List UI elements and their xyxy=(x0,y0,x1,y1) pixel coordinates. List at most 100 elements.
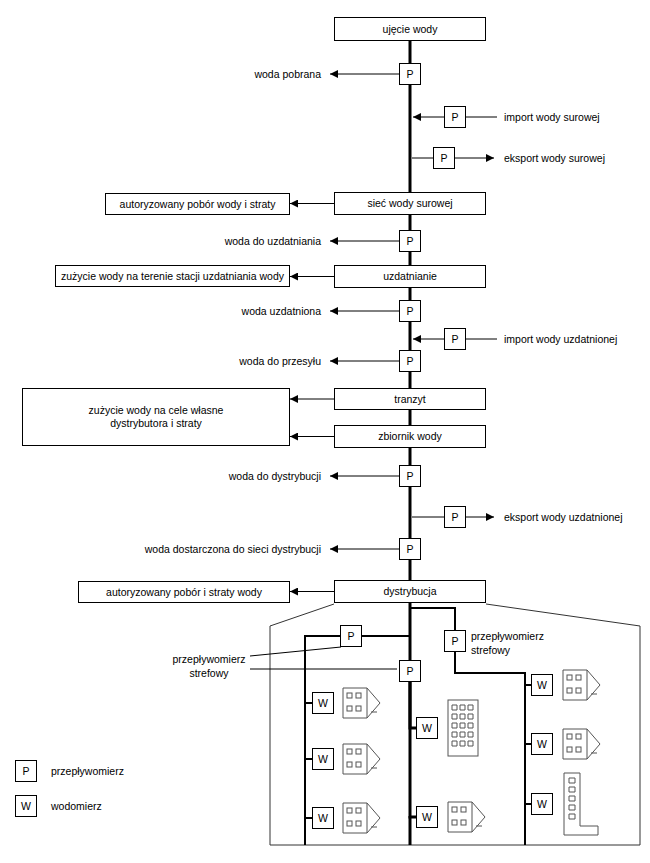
meter-letter: P xyxy=(406,235,413,248)
pipe xyxy=(409,816,412,845)
flow-label: eksport wody uzdatnionej xyxy=(503,510,624,524)
flow-arrow xyxy=(290,436,334,437)
box-text: ujęcie wody xyxy=(383,23,438,36)
pipe-line xyxy=(409,85,412,192)
house-icon xyxy=(563,729,600,759)
leader-line xyxy=(250,669,397,670)
box-text: dystrybucja xyxy=(383,585,436,598)
houses xyxy=(343,670,600,835)
flow-meter: P xyxy=(433,147,455,169)
flow-arrow xyxy=(290,203,334,204)
water-meter: W xyxy=(531,733,553,755)
pipe-line xyxy=(409,410,412,425)
flow-meter: P xyxy=(444,506,466,528)
legend-symbol: P xyxy=(15,760,37,782)
export-arrow xyxy=(455,158,494,159)
flow-label: eksport wody surowej xyxy=(503,151,606,165)
import-line xyxy=(466,117,497,118)
outflow-arrow xyxy=(330,476,399,477)
pipe-line xyxy=(409,215,412,230)
box-text: uzdatnianie xyxy=(383,270,437,283)
flow-meter: P xyxy=(340,625,362,647)
pipe-line xyxy=(409,448,412,465)
box-text: zużycie wody na terenie stacji uzdatnian… xyxy=(61,270,284,283)
pipe xyxy=(524,803,526,845)
flow-meter: P xyxy=(444,106,466,128)
pipe-line xyxy=(409,252,412,265)
pipe xyxy=(304,817,306,845)
callout-label: przepływomierz strefowy xyxy=(168,652,250,680)
meter-letter: P xyxy=(451,511,458,524)
process-box: zużycie wody na terenie stacji uzdatnian… xyxy=(55,265,290,287)
box-text: autoryzowany pobór wody i straty xyxy=(120,198,276,211)
meter-letter: P xyxy=(406,665,413,678)
leader-line xyxy=(250,647,341,656)
meter-letter: P xyxy=(406,543,413,556)
house-icon xyxy=(448,802,485,832)
water-meter: W xyxy=(531,793,553,815)
pipe-line xyxy=(305,636,340,818)
outflow-arrow xyxy=(330,361,399,362)
pipe-line xyxy=(409,372,412,388)
meter-letter: W xyxy=(318,753,328,766)
water-meter: W xyxy=(312,807,334,829)
water-meter: W xyxy=(312,748,334,770)
legend-text: przepływomierz xyxy=(50,764,125,778)
meter-letter: P xyxy=(406,355,413,368)
flow-meter: P xyxy=(399,300,421,322)
flow-label: woda dostarczona do sieci dystrybucji xyxy=(144,542,322,556)
process-box: sieć wody surowej xyxy=(334,192,486,215)
flow-meter: P xyxy=(399,660,421,682)
flow-label: woda pobrana xyxy=(253,67,322,81)
flow-arrow xyxy=(290,399,334,400)
export-line xyxy=(412,158,433,159)
flow-meter: P xyxy=(399,465,421,487)
meter-letter: P xyxy=(451,111,458,124)
meter-letter: W xyxy=(537,738,547,751)
pipe-line xyxy=(455,652,531,804)
pipe-line xyxy=(362,603,410,636)
pipe-line xyxy=(455,652,531,744)
house-icon xyxy=(343,688,380,718)
meter-letter: P xyxy=(451,635,458,648)
pipe-line xyxy=(409,322,412,350)
process-box: uzdatnianie xyxy=(334,265,486,288)
outflow-arrow xyxy=(330,311,399,312)
meter-letter: W xyxy=(422,722,432,735)
pipe-line xyxy=(305,636,340,759)
import-arrow xyxy=(413,339,444,340)
tall-building xyxy=(564,773,598,835)
flow-label: woda do dystrybucji xyxy=(228,469,322,483)
process-box: autoryzowany pobór i straty wody xyxy=(78,581,290,603)
export-arrow xyxy=(466,517,494,518)
flow-label: woda do przesyłu xyxy=(238,354,322,368)
box-text: zbiornik wody xyxy=(378,430,442,443)
legend-symbol: W xyxy=(15,795,37,817)
process-box: zbiornik wody xyxy=(334,425,486,448)
meter-letter: W xyxy=(537,679,547,692)
legend-text: wodomierz xyxy=(50,799,103,813)
pipe-line xyxy=(409,560,412,580)
house-icon xyxy=(343,744,380,774)
flow-meter: P xyxy=(399,63,421,85)
flow-label: import wody surowej xyxy=(503,110,601,124)
pipe-line xyxy=(410,682,416,817)
house-icon xyxy=(343,803,380,833)
box-text: sieć wody surowej xyxy=(367,197,452,210)
outflow-arrow xyxy=(330,74,399,75)
block-building xyxy=(448,700,478,756)
water-meter: W xyxy=(416,717,438,739)
zoom-outline xyxy=(270,604,640,845)
meter-letter: P xyxy=(347,630,354,643)
flow-meter: P xyxy=(444,630,466,652)
pipe-line xyxy=(410,603,455,630)
meter-letter: P xyxy=(440,152,447,165)
water-meter: W xyxy=(531,674,553,696)
process-box: tranzyt xyxy=(334,388,486,410)
process-box: dystrybucja xyxy=(334,580,486,603)
meter-letter: P xyxy=(406,305,413,318)
pipe-line xyxy=(409,288,412,300)
meter-letter: P xyxy=(406,470,413,483)
outflow-arrow xyxy=(330,549,399,550)
pipe-line xyxy=(409,487,412,538)
